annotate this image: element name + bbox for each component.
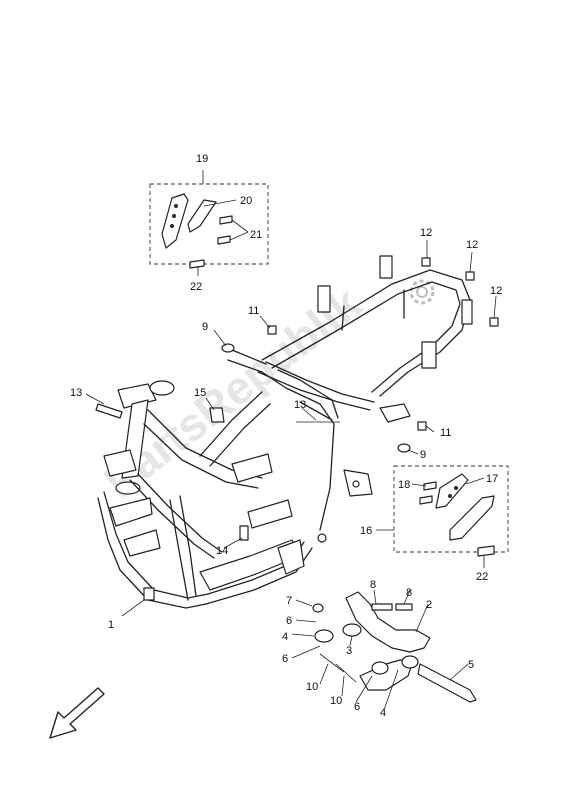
callout-19: 19	[196, 153, 208, 165]
direction-arrow-icon	[49, 687, 105, 739]
callout-10-a: 10	[306, 681, 318, 693]
callout-11-top: 11	[248, 305, 259, 317]
callout-6-c: 6	[354, 701, 360, 713]
box-19-footrest-left	[149, 183, 269, 269]
callout-21: 21	[250, 229, 262, 241]
engine-mount-assembly	[312, 591, 477, 703]
callout-20: 20	[240, 195, 252, 207]
gear-icon	[409, 279, 435, 305]
callout-7: 7	[286, 595, 292, 607]
callout-11-right: 11	[440, 427, 451, 439]
callout-2: 2	[426, 599, 432, 611]
callout-9-top: 9	[202, 321, 208, 333]
callout-13-right: 13	[294, 399, 306, 411]
callout-8-b: 8	[406, 587, 412, 599]
callout-6-b: 6	[282, 653, 288, 665]
callout-1: 1	[108, 619, 114, 631]
callout-17: 17	[486, 473, 498, 485]
callout-12-c: 12	[490, 285, 502, 297]
callout-4-b: 4	[380, 707, 386, 719]
leader-lines	[85, 170, 497, 711]
frame-hardware	[95, 257, 499, 541]
callout-10-b: 10	[330, 695, 342, 707]
callout-14: 14	[216, 545, 228, 557]
callout-22-right: 22	[476, 571, 488, 583]
callout-labels: 19 20 21 22 12 12 12 11 9 13 15 13 11 9 …	[70, 153, 502, 719]
callout-18: 18	[398, 479, 410, 491]
callout-5: 5	[468, 659, 474, 671]
callout-15: 15	[194, 387, 206, 399]
callout-3: 3	[346, 645, 352, 657]
callout-4-a: 4	[282, 631, 288, 643]
callout-16: 16	[360, 525, 372, 537]
callout-8-a: 8	[370, 579, 376, 591]
box-16-footrest-right	[393, 465, 509, 557]
callout-12-a: 12	[420, 227, 432, 239]
callout-22-top: 22	[190, 281, 202, 293]
main-frame	[97, 255, 473, 609]
callout-13-left: 13	[70, 387, 82, 399]
callout-6-a: 6	[286, 615, 292, 627]
callout-9-right: 9	[420, 449, 426, 461]
callout-12-b: 12	[466, 239, 478, 251]
